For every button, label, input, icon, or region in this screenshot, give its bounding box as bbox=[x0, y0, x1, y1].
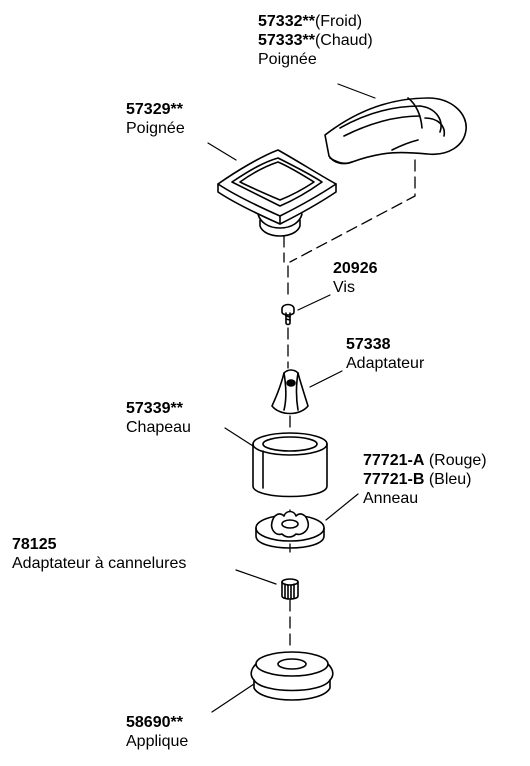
label-screw: 20926 Vis bbox=[333, 259, 378, 297]
screw-part bbox=[281, 303, 295, 326]
part-number: 77721-A bbox=[363, 452, 425, 469]
adapter-part bbox=[271, 369, 309, 415]
square-handle-part bbox=[217, 149, 337, 237]
part-note: (Rouge) bbox=[424, 452, 487, 469]
label-lever-handle: 57332**(Froid) 57333**(Chaud) Poignée bbox=[258, 12, 373, 69]
part-number: 57332** bbox=[258, 13, 315, 30]
part-description: Poignée bbox=[126, 120, 185, 137]
lever-handle-part bbox=[324, 97, 467, 165]
part-description: Applique bbox=[126, 733, 189, 750]
label-ring: 77721-A (Rouge) 77721-B (Bleu) Anneau bbox=[363, 451, 487, 508]
part-description: Anneau bbox=[363, 490, 419, 507]
part-number: 57333** bbox=[258, 32, 315, 49]
part-number: 78125 bbox=[12, 536, 57, 553]
part-number: 20926 bbox=[333, 260, 378, 277]
part-note: (Chaud) bbox=[314, 32, 373, 49]
escutcheon-part bbox=[250, 651, 334, 701]
label-cap: 57339** Chapeau bbox=[126, 399, 191, 437]
label-escutcheon: 58690** Applique bbox=[126, 713, 188, 751]
part-number: 57329** bbox=[126, 101, 183, 118]
part-note: (Bleu) bbox=[424, 471, 472, 488]
part-number: 77721-B bbox=[363, 471, 425, 488]
label-adapter: 57338 Adaptateur bbox=[346, 335, 424, 373]
leader-lines bbox=[207, 83, 376, 713]
part-description: Adaptateur à cannelures bbox=[12, 555, 187, 572]
label-square-handle: 57329** Poignée bbox=[126, 100, 185, 138]
part-description: Vis bbox=[333, 279, 355, 296]
part-description: Poignée bbox=[258, 51, 317, 68]
cap-part bbox=[252, 432, 328, 498]
part-number: 58690** bbox=[126, 714, 183, 731]
ring-part bbox=[255, 510, 325, 549]
part-number: 57338 bbox=[346, 336, 391, 353]
part-description: Adaptateur bbox=[346, 355, 425, 372]
part-number: 57339** bbox=[126, 400, 183, 417]
spline-adapter-part bbox=[281, 578, 299, 600]
part-description: Chapeau bbox=[126, 419, 191, 436]
part-note: (Froid) bbox=[314, 13, 363, 30]
label-spline-adapter: 78125 Adaptateur à cannelures bbox=[12, 535, 186, 573]
